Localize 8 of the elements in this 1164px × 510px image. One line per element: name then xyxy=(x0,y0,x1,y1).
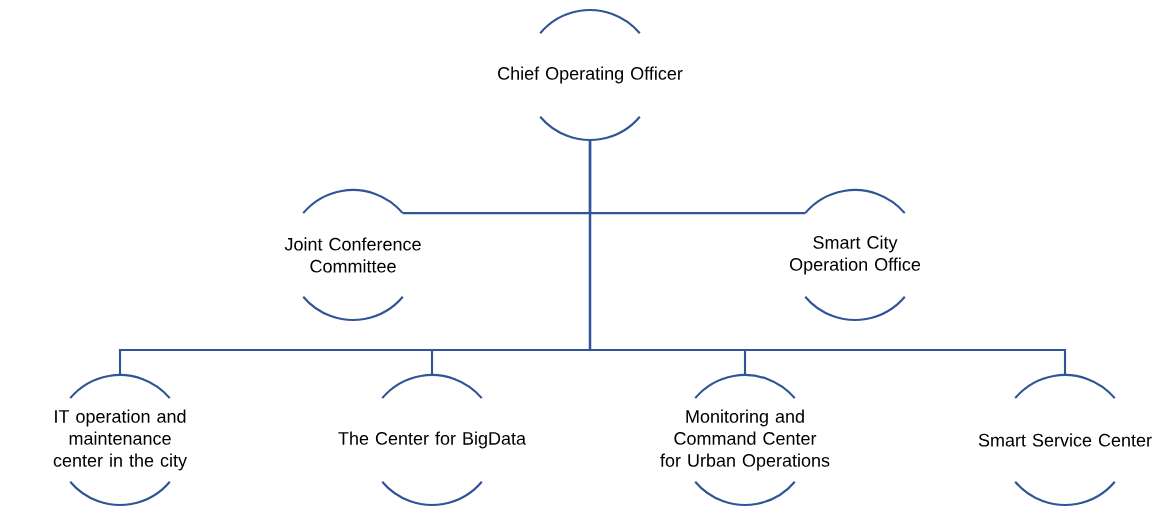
org-unit: Smart City Operation Office xyxy=(790,188,921,322)
org-unit: The Center for BigData xyxy=(338,373,526,507)
org-unit: Smart Service Center xyxy=(978,373,1152,507)
org-unit: Chief Operating Officer xyxy=(498,8,683,142)
connector xyxy=(588,140,1067,375)
org-unit: Joint Conference Committee xyxy=(284,188,421,322)
org-unit: Monitoring and Command Center for Urban Operations xyxy=(660,373,830,507)
org-unit: IT operation and maintenance center in the city xyxy=(53,373,187,507)
